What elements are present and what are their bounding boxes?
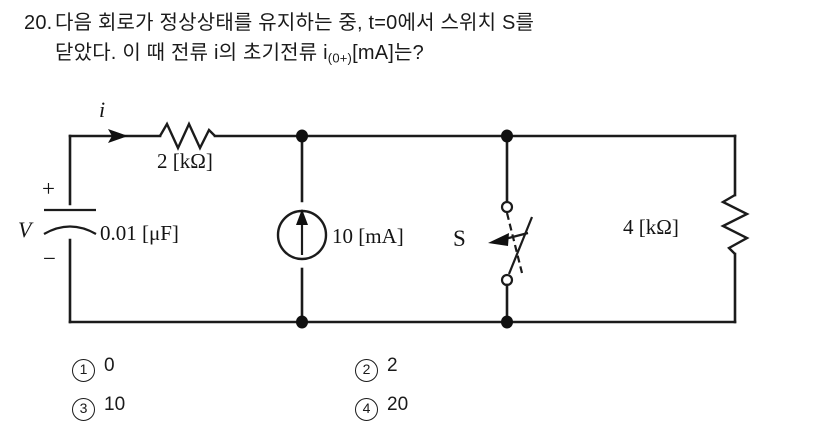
question-text-line-2-pre: 닫았다. 이 때 전류 i의 초기전류 i	[55, 42, 328, 64]
switch-dashed-line	[505, 212, 524, 274]
choice-text-4: 20	[387, 394, 409, 415]
label-current-i: i	[99, 97, 105, 122]
junction-dot-top-left	[296, 129, 308, 143]
question-number: 20.	[24, 12, 53, 34]
label-capacitor-value: 0.01 [μF]	[100, 221, 179, 245]
switch-terminal-bottom	[500, 273, 514, 287]
choice-marker-4: 4	[355, 398, 378, 421]
current-direction-arrow	[108, 129, 128, 143]
question-text-line-2: 닫았다. 이 때 전류 i의 초기전류 i(0+)[mA]는?	[55, 40, 424, 72]
answer-choice-4[interactable]: 4 20	[355, 394, 408, 421]
label-polarity-minus: −	[43, 246, 56, 271]
choice-marker-2: 2	[355, 359, 378, 382]
switch-actuator-arrow	[488, 233, 509, 246]
choice-marker-1: 1	[72, 359, 95, 382]
resistor-4k-zigzag	[720, 193, 750, 255]
question-text-line-1: 다음 회로가 정상상태를 유지하는 중, t=0에서 스위치 S를	[55, 12, 535, 34]
choice-text-2: 2	[387, 355, 398, 376]
junction-dot-bottom-left	[296, 315, 308, 329]
junction-dot-bottom-right	[501, 315, 513, 329]
current-source-arrow-head	[296, 209, 308, 225]
answer-choice-3[interactable]: 3 10	[72, 394, 125, 421]
capacitor-plate-bottom-curved	[43, 225, 97, 235]
question-subscript: (0+)	[327, 50, 353, 66]
resistor-2k-zigzag	[158, 121, 216, 151]
choice-marker-3: 3	[72, 398, 95, 421]
switch-terminal-top	[500, 200, 514, 214]
label-switch-s: S	[453, 226, 466, 251]
label-source-voltage: V	[18, 217, 34, 242]
circuit-diagram: i 2 [kΩ] 0.01 [μF] V + − 10 [mA] S 4 [kΩ…	[18, 97, 750, 329]
label-resistor-4k: 4 [kΩ]	[623, 215, 679, 239]
choice-text-1: 0	[104, 355, 115, 376]
label-resistor-2k: 2 [kΩ]	[157, 149, 213, 173]
label-current-source-value: 10 [mA]	[332, 224, 404, 248]
label-polarity-plus: +	[42, 176, 55, 201]
choice-text-3: 10	[104, 394, 126, 415]
junction-dot-top-right	[501, 129, 513, 143]
question-text-line-2-post: [mA]는?	[352, 42, 424, 64]
switch-blade	[507, 216, 534, 275]
